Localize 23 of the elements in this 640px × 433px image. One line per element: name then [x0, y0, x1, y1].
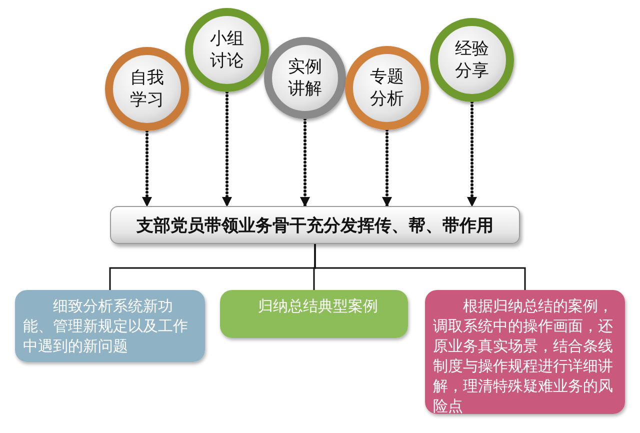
connector-line: [314, 244, 526, 290]
badge-label: 专题分析: [369, 66, 405, 110]
box-text: 细致分析系统新功能、管理新规定以及工作中遇到的新问题: [23, 296, 189, 356]
dotted-arrow: [142, 130, 152, 208]
title-bar: [110, 206, 520, 244]
badge-label: 实例讲解: [287, 56, 323, 100]
dotted-arrow: [300, 118, 310, 208]
title-text: 支部党员带领业务骨干充分发挥传、帮、带作用: [136, 214, 494, 236]
box-text: 归纳总结典型案例: [257, 296, 378, 316]
content-box: [220, 290, 408, 338]
box-text: 根据归纳总结的案例，调取系统中的操作画面，还原业务真实场景，结合条线制度与操作规程进行详细讲解，理清特殊疑难业务的风险点: [433, 296, 614, 416]
circle-badge: [264, 37, 346, 119]
badge-label: 小组讨论: [209, 28, 245, 72]
dotted-arrow: [467, 100, 477, 208]
dotted-arrow: [222, 90, 232, 208]
circle-badge: [185, 8, 269, 92]
content-box: [425, 290, 625, 414]
circle-badge: [345, 46, 429, 130]
circle-badge: [430, 18, 514, 102]
badge-label: 经验分享: [454, 38, 490, 82]
dotted-arrow: [382, 128, 392, 208]
badge-label: 自我学习: [129, 67, 165, 111]
content-box: [15, 290, 205, 362]
